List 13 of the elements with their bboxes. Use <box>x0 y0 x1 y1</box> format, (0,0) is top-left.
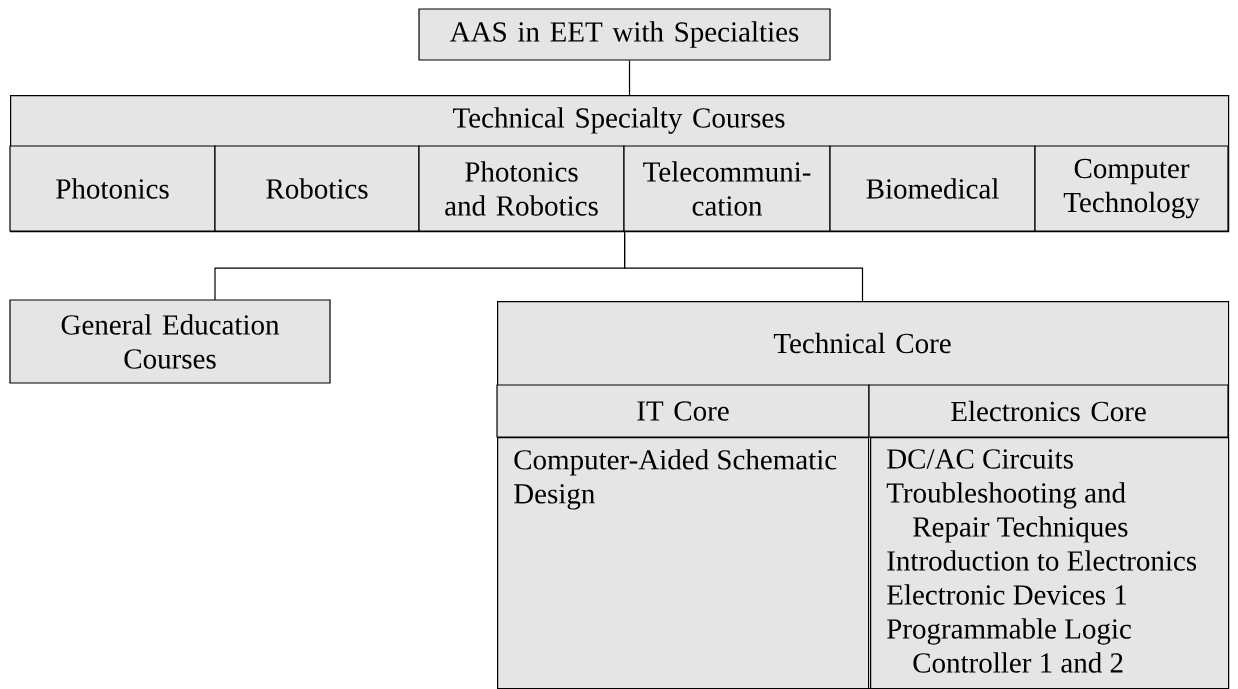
connector-line <box>628 60 631 96</box>
connector-line <box>624 231 864 302</box>
specialty-cell: Biomedical <box>829 145 1036 232</box>
course-list-cell: DC/AC Circuits Troubleshooting and Repair Techniques Introduction to Electronics Electronic Devices 1 Programmable Logic Controller 1 and 2 <box>870 437 1230 689</box>
specialty-cell: Robotics <box>214 145 420 232</box>
course-box: General Education Courses <box>9 299 331 384</box>
specialty-cell: Photonics and Robotics <box>418 145 625 232</box>
specialty-cell: Computer Technology <box>1034 145 1229 232</box>
core-heading-cell: IT Core <box>496 384 870 438</box>
specialty-cell: Telecommuni-cation <box>623 145 831 232</box>
core-heading-cell: Electronics Core <box>868 384 1229 438</box>
program-box: AAS in EET with Specialties <box>418 8 831 61</box>
specialty-cell: Photonics <box>9 145 216 232</box>
